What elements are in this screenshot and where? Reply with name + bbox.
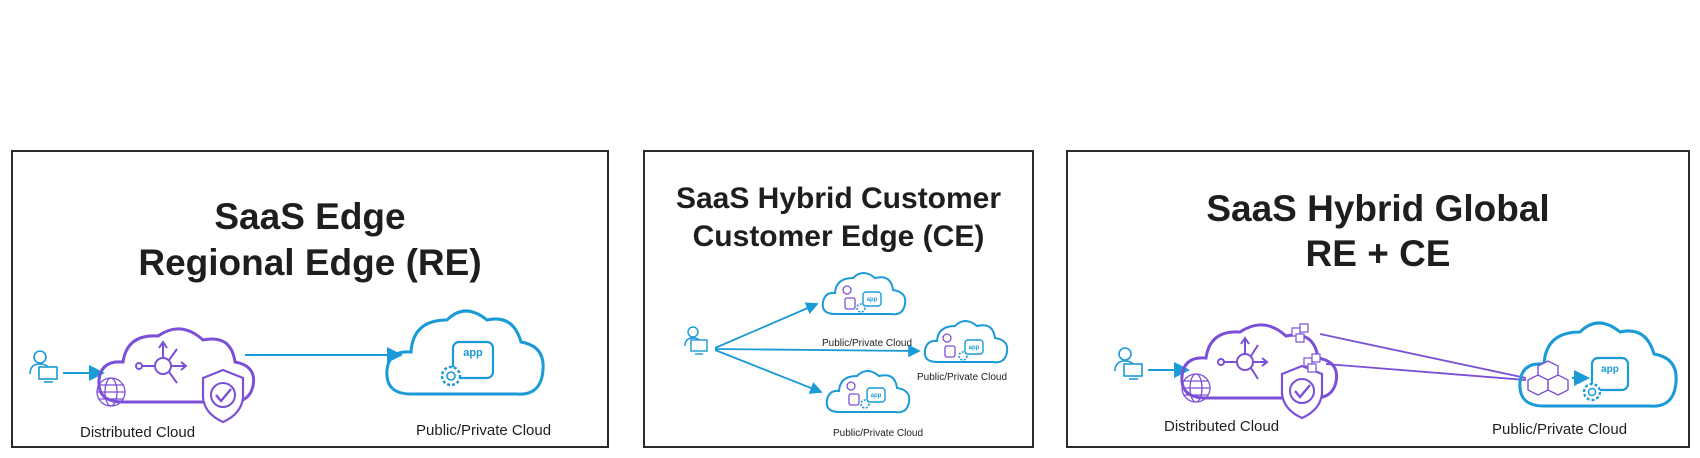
connection-line bbox=[1325, 363, 1527, 381]
app-label: app bbox=[969, 345, 980, 351]
arrow-right-icon bbox=[714, 349, 823, 394]
cloud-icon bbox=[1180, 323, 1339, 400]
user-computer-icon bbox=[29, 350, 58, 383]
arrow-right-icon bbox=[714, 302, 819, 349]
label-public-private-cloud: Public/Private Cloud bbox=[1492, 421, 1628, 438]
title-line-1: SaaS Hybrid Global bbox=[1206, 188, 1550, 229]
app-label: app bbox=[1601, 364, 1619, 375]
user-computer-icon bbox=[1114, 347, 1143, 380]
globe-icon bbox=[1181, 373, 1211, 403]
app-window-icon: app bbox=[1590, 356, 1630, 392]
diagram: app app app bbox=[684, 272, 1009, 414]
diagram: app bbox=[29, 309, 545, 424]
app-window-icon: app bbox=[451, 340, 495, 380]
cloud-icon bbox=[385, 309, 545, 396]
app-label: app bbox=[867, 297, 878, 303]
label-public-private-cloud: Public/Private Cloud bbox=[416, 422, 552, 439]
gear-icon bbox=[440, 365, 462, 387]
cubes-icon bbox=[1527, 360, 1569, 396]
panel-saas-edge: SaaS Edge Regional Edge (RE) bbox=[11, 150, 609, 448]
cloud-icon: app bbox=[825, 370, 911, 414]
cloud-icon bbox=[1518, 321, 1678, 408]
label-public-private-cloud-right: Public/Private Cloud bbox=[917, 372, 1008, 383]
globe-icon bbox=[96, 377, 126, 407]
panel-saas-hybrid-customer: SaaS Hybrid Customer Customer Edge (CE) bbox=[643, 150, 1034, 448]
diagram: app bbox=[1114, 321, 1678, 420]
arrow-right-icon bbox=[714, 344, 921, 358]
panel-title: SaaS Edge Regional Edge (RE) bbox=[13, 194, 607, 286]
app-label: app bbox=[871, 393, 882, 399]
title-line-1: SaaS Hybrid Customer bbox=[675, 182, 1002, 215]
title-line-1: SaaS Edge bbox=[214, 196, 406, 237]
title-line-2: Customer Edge (CE) bbox=[692, 220, 985, 253]
cloud-icon: app bbox=[821, 272, 907, 316]
connection-line bbox=[1319, 333, 1527, 379]
label-distributed-cloud: Distributed Cloud bbox=[1164, 418, 1280, 435]
shield-check-icon bbox=[201, 368, 245, 424]
cloud-icon bbox=[97, 327, 256, 404]
title-line-2: Regional Edge (RE) bbox=[138, 242, 482, 283]
gear-icon bbox=[1582, 382, 1602, 402]
user-computer-icon bbox=[684, 326, 708, 355]
panel-title: SaaS Hybrid Customer Customer Edge (CE) bbox=[645, 180, 1032, 256]
cloud-icon: app bbox=[923, 320, 1009, 364]
shield-check-icon bbox=[1280, 364, 1324, 420]
network-hub-icon bbox=[135, 340, 188, 384]
network-hub-icon bbox=[1217, 336, 1269, 380]
panel-saas-hybrid-global: SaaS Hybrid Global RE + CE bbox=[1066, 150, 1690, 448]
app-label: app bbox=[463, 347, 483, 359]
cubes-icon bbox=[1291, 323, 1321, 373]
label-public-private-cloud-top: Public/Private Cloud bbox=[822, 338, 913, 349]
label-distributed-cloud: Distributed Cloud bbox=[80, 424, 196, 441]
title-line-2: RE + CE bbox=[1305, 233, 1451, 274]
label-public-private-cloud-bottom: Public/Private Cloud bbox=[833, 428, 924, 439]
panel-title: SaaS Hybrid Global RE + CE bbox=[1068, 186, 1688, 276]
